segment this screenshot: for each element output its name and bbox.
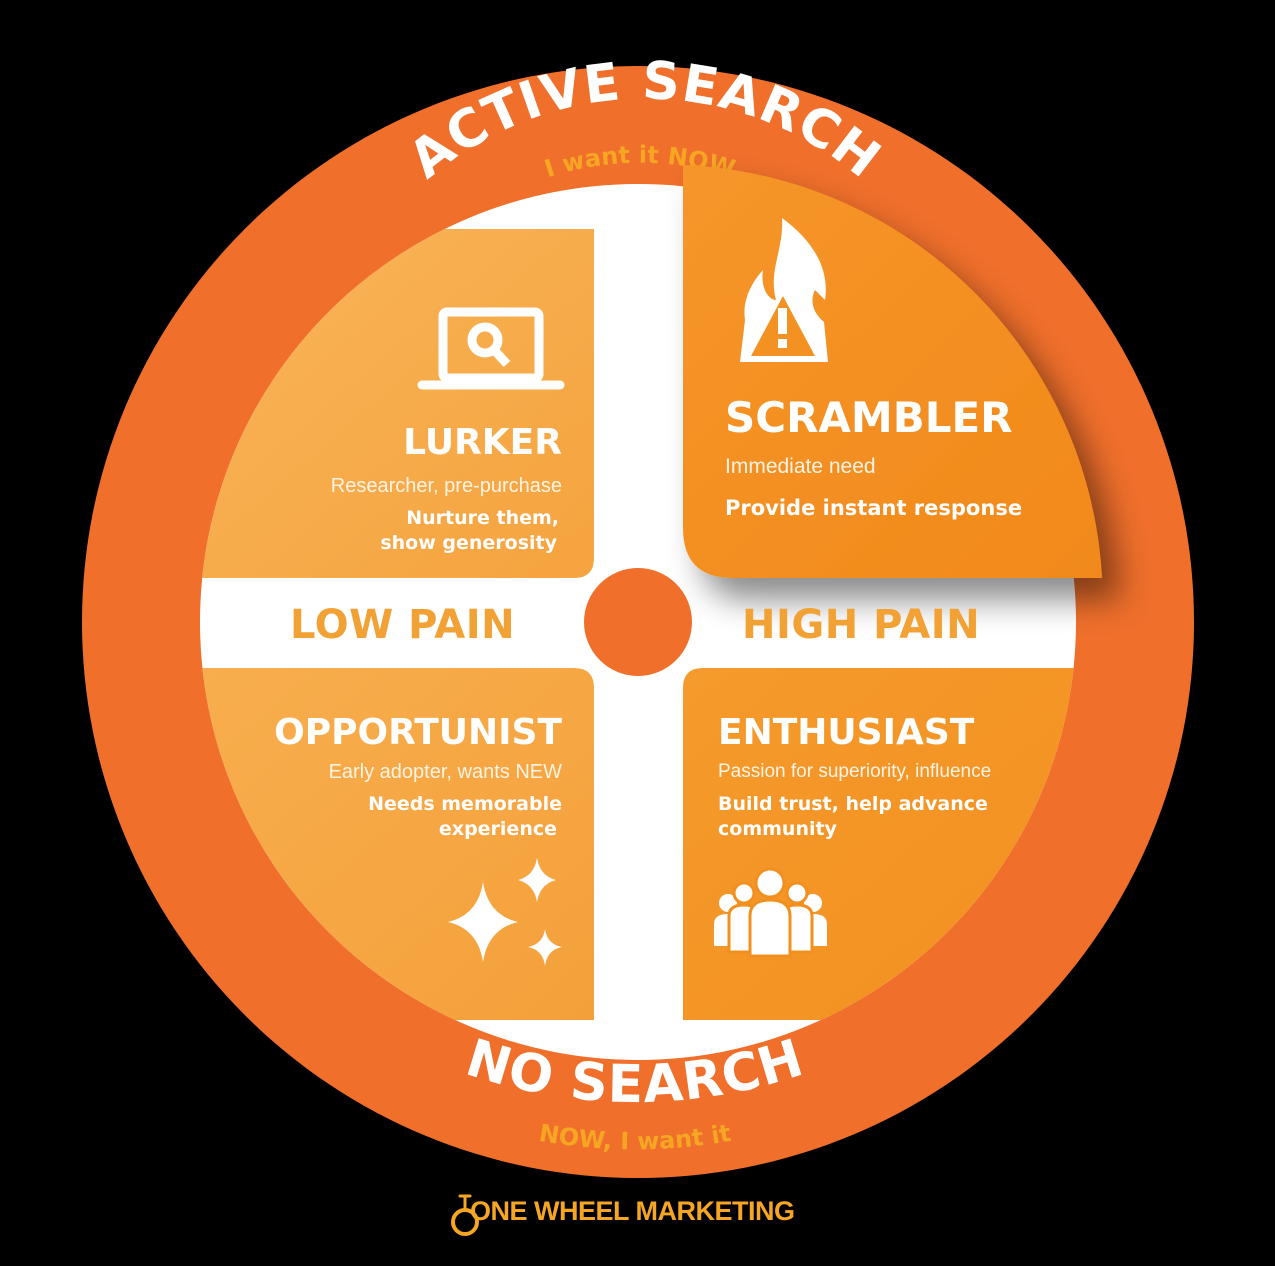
axis-label-low-pain: LOW PAIN <box>290 602 516 648</box>
sparkles-icon <box>448 858 562 966</box>
fire-warning-icon <box>740 218 828 362</box>
scrambler-title: SCRAMBLER <box>725 393 1013 442</box>
opportunist-action-line1: Needs memorable <box>368 793 562 815</box>
enthusiast-title: ENTHUSIAST <box>718 712 975 753</box>
scrambler-action-line1: Provide instant response <box>725 496 1023 520</box>
lurker-description: Researcher, pre-purchase <box>330 475 562 497</box>
scrambler-description: Immediate need <box>725 455 876 478</box>
enthusiast-action-line2: community <box>718 818 837 840</box>
enthusiast-action-line1: Build trust, help advance <box>718 793 988 815</box>
opportunist-action-line2: experience <box>438 818 557 840</box>
center-dot <box>584 568 692 676</box>
brand-logo: ONE WHEEL MARKETING <box>448 1190 828 1240</box>
lurker-title: LURKER <box>403 422 562 463</box>
brand-name: ONE WHEEL MARKETING <box>470 1196 795 1226</box>
axis-label-high-pain: HIGH PAIN <box>742 602 981 648</box>
laptop-search-icon <box>417 307 565 390</box>
enthusiast-description: Passion for superiority, influence <box>718 761 992 782</box>
lurker-action-line1: Nurture them, <box>406 507 559 529</box>
group-people-icon <box>714 867 827 958</box>
opportunist-description: Early adopter, wants NEW <box>328 761 562 783</box>
unicycle-icon <box>451 1194 479 1236</box>
lurker-action-line2: show generosity <box>380 532 557 554</box>
opportunist-title: OPPORTUNIST <box>274 712 562 753</box>
